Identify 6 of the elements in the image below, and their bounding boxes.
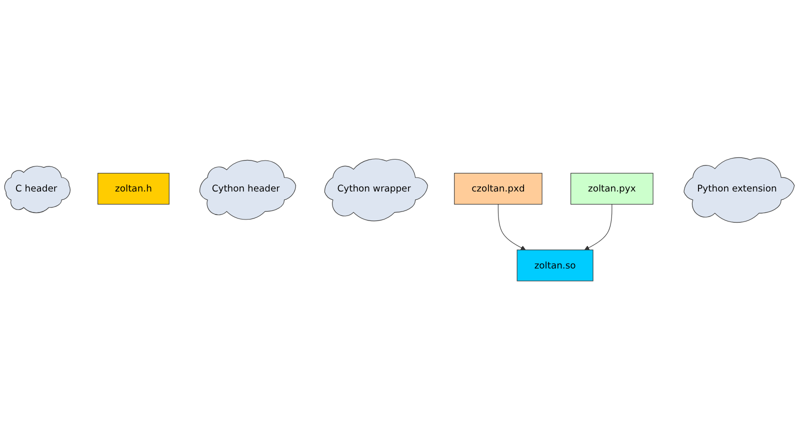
node-box: zoltan.so bbox=[516, 249, 594, 281]
node-box: czoltan.pxd bbox=[454, 172, 542, 204]
arrow bbox=[498, 204, 526, 250]
node-box: zoltan.pyx bbox=[570, 172, 654, 204]
arrow bbox=[584, 204, 612, 250]
node-box: zoltan.h bbox=[98, 172, 170, 204]
